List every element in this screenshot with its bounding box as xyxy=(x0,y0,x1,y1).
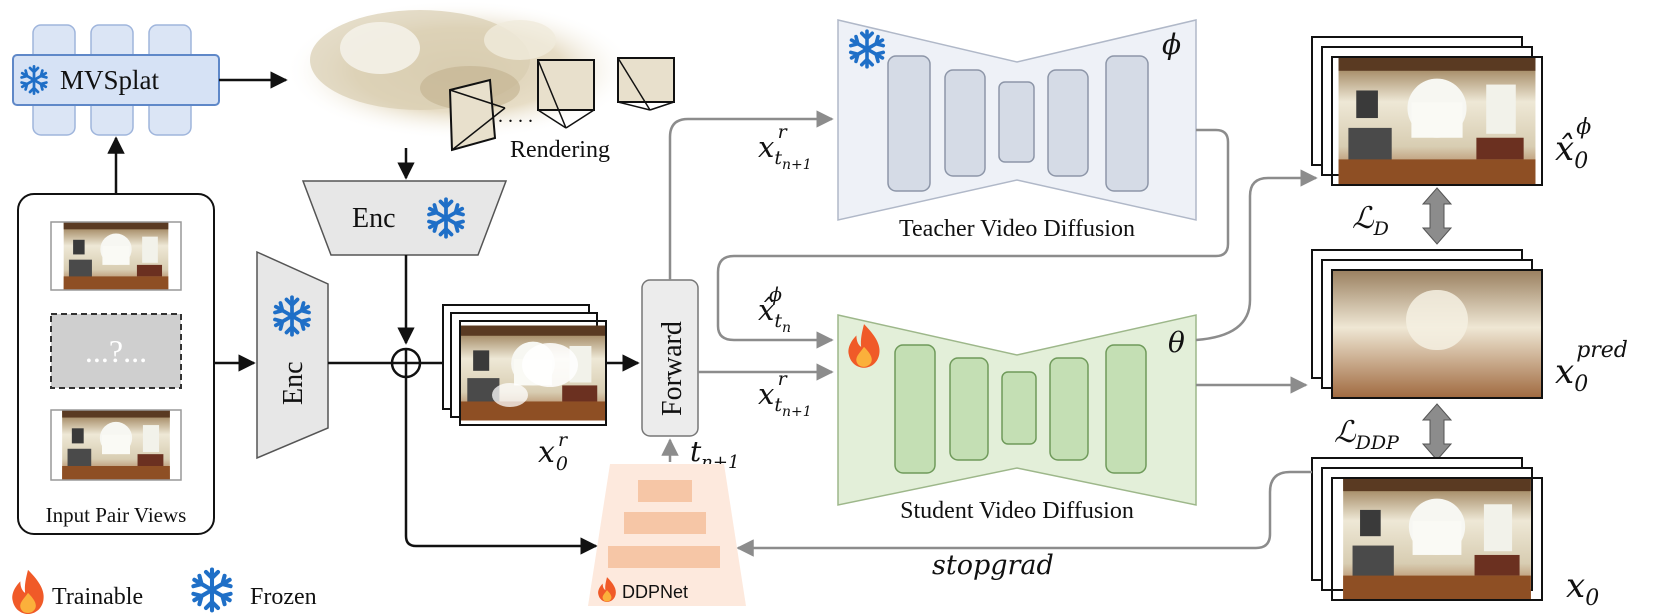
input-view-image-1 xyxy=(63,222,169,290)
loss-ddp-label: ℒDDP xyxy=(1334,415,1400,454)
camera-ellipsis: . . . . xyxy=(498,105,533,127)
loss-ddp-double-arrow xyxy=(1421,403,1453,461)
mvsplat-label: MVSplat xyxy=(60,65,160,95)
trainable-flame-icon xyxy=(12,569,44,614)
arrow-sum-to-ddpnet xyxy=(404,377,598,555)
student-label: Student Video Diffusion xyxy=(900,498,1134,524)
arrow-forward-to-teacher xyxy=(668,110,834,280)
x-tn1-r-label-bottom: xtn+1r xyxy=(758,368,812,420)
missing-view-box xyxy=(50,313,182,389)
student-prediction-frames xyxy=(1311,249,1543,399)
teacher-label: Teacher Video Diffusion xyxy=(899,216,1135,242)
enc-top-label: Enc xyxy=(352,203,396,234)
x0-pred-label: x0pred xyxy=(1555,338,1628,397)
camera-frustum-3 xyxy=(617,57,675,111)
rendering-label: Rendering xyxy=(510,137,610,163)
xhat-tn-phi-label: x̂tnϕ xyxy=(758,284,791,336)
legend-frozen-label: Frozen xyxy=(250,584,317,610)
gaussian-rendering: . . . . Rendering xyxy=(285,0,675,163)
teacher-video-diffusion: ϕ Teacher Video Diffusion xyxy=(837,19,1197,242)
x-tn1-r-label-top: xtn+1r xyxy=(758,121,812,173)
x0r-label: x0r xyxy=(538,429,569,475)
forward-block: Forward xyxy=(641,279,699,437)
camera-frustum-1 xyxy=(448,78,506,152)
legend-trainable-label: Trainable xyxy=(52,584,144,610)
ddpnet-label: DDPNet xyxy=(622,582,688,602)
frozen-legend-snowflake-icon xyxy=(188,566,236,614)
teacher-output-frames xyxy=(1311,36,1543,186)
x0-label: x0 xyxy=(1566,566,1599,611)
mvsplat-block: MVSplat xyxy=(12,24,220,136)
arrow-teacher-to-student xyxy=(716,128,1230,349)
rendered-latent-frames xyxy=(442,304,607,426)
enc-top-block: Enc xyxy=(301,180,508,256)
input-pair-views: ...?... Input Pair Views xyxy=(17,193,215,535)
loss-d-double-arrow xyxy=(1421,187,1453,245)
enc-left-label: Enc xyxy=(278,361,309,405)
input-view-image-2 xyxy=(62,410,170,480)
teacher-param-label: ϕ xyxy=(1162,28,1181,61)
ddpnet-block: DDPNet xyxy=(588,464,746,606)
enc-left-block: Enc xyxy=(256,250,329,460)
xhat0-phi-label: x̂0ϕ xyxy=(1555,115,1591,174)
forward-label: Forward xyxy=(657,321,688,416)
ground-truth-frames xyxy=(1311,457,1543,601)
missing-view-text: ...?... xyxy=(85,333,147,369)
student-video-diffusion: θ Student Video Diffusion xyxy=(837,314,1197,524)
arrow-stopgrad-to-ddpnet xyxy=(736,470,1312,557)
input-pair-views-caption: Input Pair Views xyxy=(46,503,187,527)
student-param-label: θ xyxy=(1168,326,1185,359)
arrow-student-to-teacher-output xyxy=(1195,169,1318,342)
loss-d-label: ℒD xyxy=(1352,201,1389,240)
stopgrad-label: stopgrad xyxy=(932,550,1054,581)
sum-operator xyxy=(390,347,422,379)
camera-frustum-2 xyxy=(537,59,595,129)
